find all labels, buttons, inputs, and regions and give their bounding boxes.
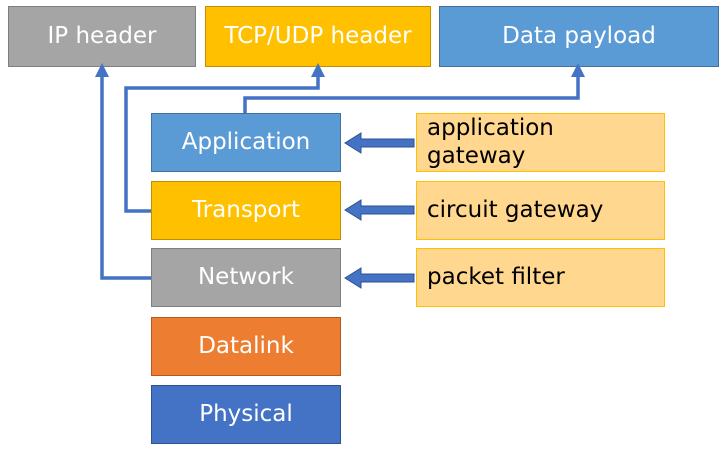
application-to-data-arrow bbox=[243, 63, 585, 113]
physical-layer-label: Physical bbox=[199, 401, 293, 428]
data-payload-label: Data payload bbox=[502, 23, 656, 50]
network-layer-box: Network bbox=[151, 248, 341, 307]
packet-filter-box: packet filter bbox=[416, 248, 665, 307]
data-payload-box: Data payload bbox=[439, 6, 719, 67]
ip-header-label: IP header bbox=[47, 23, 157, 50]
application-gateway-text: application gateway bbox=[427, 115, 554, 170]
application-gateway-line1: application bbox=[427, 114, 554, 141]
application-gateway-arrow bbox=[344, 132, 415, 154]
tcp-udp-header-label: TCP/UDP header bbox=[224, 23, 412, 50]
network-to-ip-header-arrow bbox=[95, 63, 151, 280]
network-layer-label: Network bbox=[197, 264, 295, 291]
datalink-layer-box: Datalink bbox=[151, 317, 341, 376]
circuit-gateway-box: circuit gateway bbox=[416, 181, 665, 240]
transport-layer-label: Transport bbox=[192, 197, 300, 224]
ip-header-box: IP header bbox=[8, 6, 196, 67]
physical-layer-box: Physical bbox=[151, 385, 341, 444]
packet-filter-label: packet filter bbox=[427, 263, 565, 290]
application-layer-box: Application bbox=[151, 113, 341, 172]
transport-layer-box: Transport bbox=[151, 181, 341, 240]
application-gateway-line2: gateway bbox=[427, 142, 526, 169]
transport-to-tcp-header-arrow bbox=[124, 63, 325, 213]
application-layer-label: Application bbox=[181, 129, 311, 156]
circuit-gateway-label: circuit gateway bbox=[427, 196, 604, 223]
application-gateway-box: application gateway bbox=[416, 113, 665, 172]
circuit-gateway-arrow bbox=[344, 199, 415, 221]
packet-filter-arrow bbox=[344, 267, 415, 289]
datalink-layer-label: Datalink bbox=[198, 333, 294, 360]
